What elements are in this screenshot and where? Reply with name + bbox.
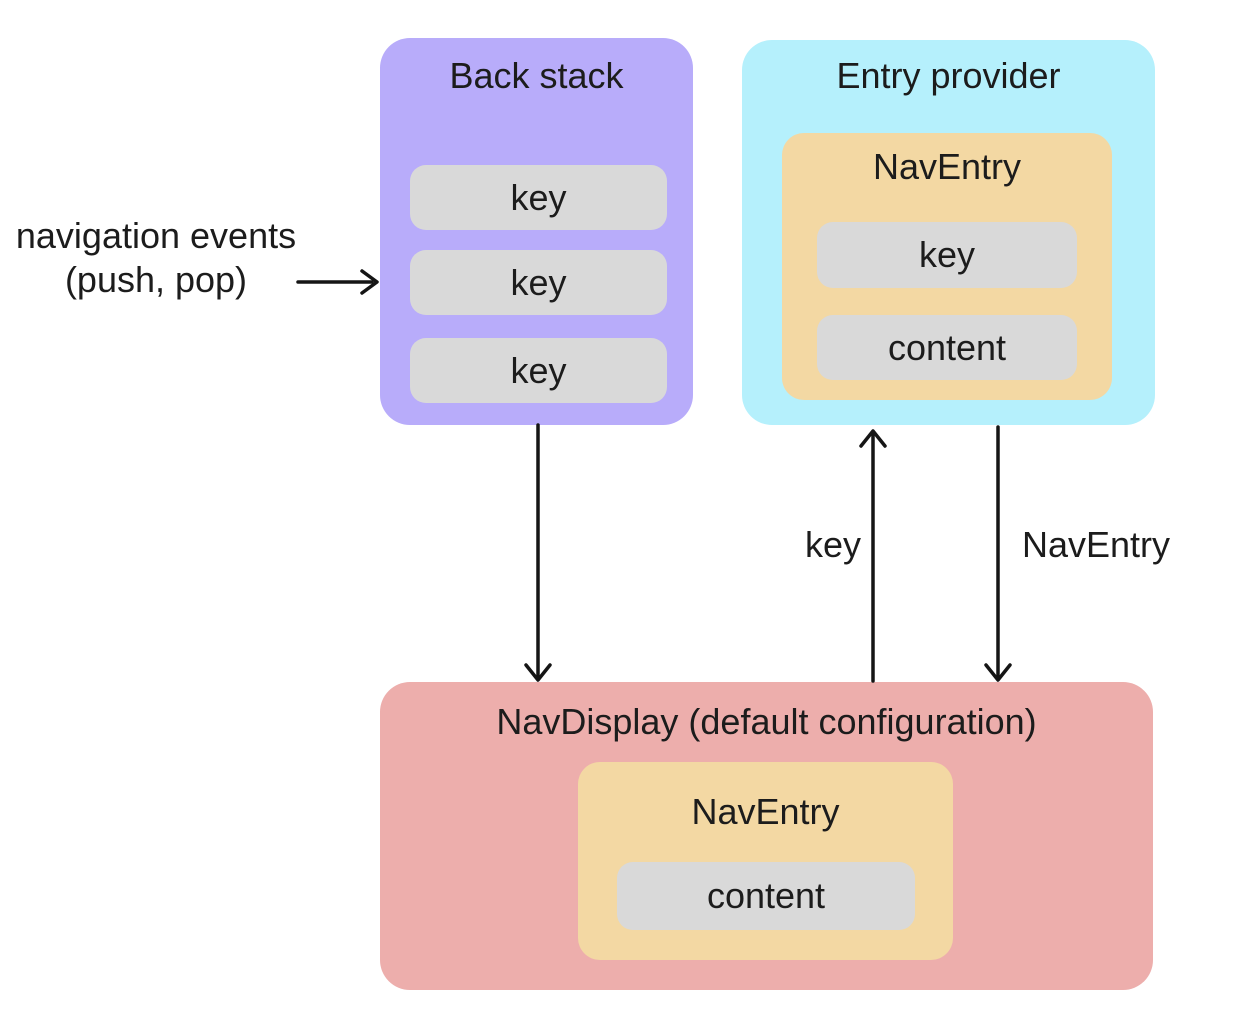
nav-entry-down-arrow-icon	[984, 425, 1012, 682]
back-stack-key-pill: key	[410, 165, 667, 230]
nav-entry-title: NavEntry	[872, 146, 1022, 187]
nav-display-box: NavDisplay (default configuration) NavEn…	[380, 682, 1153, 990]
back-stack-title: Back stack	[449, 55, 624, 96]
annotation-line-2: (push, pop)	[64, 259, 248, 300]
annotation-line-1: navigation events	[15, 215, 297, 256]
back-stack-to-nav-display-arrow-icon	[524, 423, 552, 682]
nav-entry-key-pill: key	[817, 222, 1077, 288]
nav-entry-arrow-label: NavEntry	[1022, 524, 1171, 565]
entry-provider-box: Entry provider NavEntry key content	[742, 40, 1155, 425]
back-stack-key-pill: key	[410, 338, 667, 403]
back-stack-box: Back stack key key key	[380, 38, 693, 425]
nav-entry-content-pill: content	[817, 315, 1077, 380]
nav-display-nav-entry-box: NavEntry content	[578, 762, 953, 960]
entry-provider-title: Entry provider	[836, 55, 1061, 96]
entry-provider-nav-entry-box: NavEntry key content	[782, 133, 1112, 400]
back-stack-key-pill: key	[410, 250, 667, 315]
nav-display-title: NavDisplay (default configuration)	[496, 701, 1037, 742]
key-arrow-label: key	[804, 524, 861, 565]
nav-entry-content-pill: content	[617, 862, 915, 930]
navigation-events-annotation: navigation events (push, pop)	[2, 214, 310, 302]
nav-entry-title: NavEntry	[691, 791, 840, 832]
key-up-arrow-icon	[859, 429, 887, 683]
